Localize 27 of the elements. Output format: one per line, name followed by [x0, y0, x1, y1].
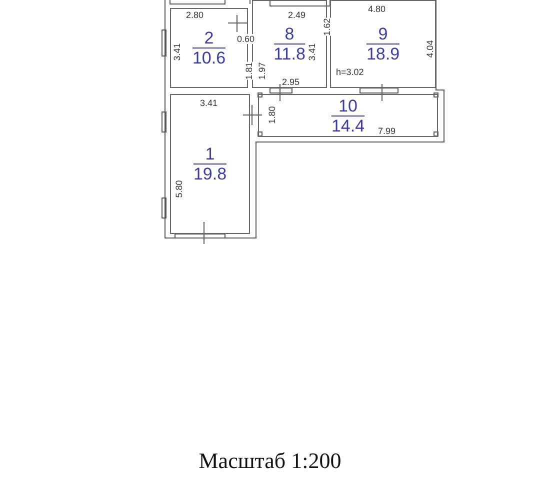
- room-area: 11.8: [274, 44, 306, 64]
- room-area: 14.4: [331, 116, 365, 135]
- room-number: 2: [192, 28, 226, 48]
- dimension-label: 1.80: [266, 106, 277, 124]
- room-area: 18.9: [366, 44, 400, 64]
- dimension-label: 5.80: [174, 180, 184, 198]
- dimension-label: 3.41: [200, 98, 218, 108]
- room-number: 8: [274, 24, 306, 44]
- dimension-label: 1.97: [256, 62, 267, 80]
- room-area: 10.6: [192, 48, 226, 68]
- dimension-label: 0.60: [237, 34, 255, 44]
- room-number: 10: [331, 96, 365, 116]
- dimension-label: 3.41: [306, 43, 317, 61]
- scale-caption: Масштаб 1:200: [198, 448, 342, 474]
- dimension-label: 7.99: [378, 126, 396, 136]
- dimension-label: 2.95: [282, 77, 300, 87]
- room-number: 9: [366, 24, 400, 44]
- room-area: 19.8: [193, 164, 227, 184]
- dimension-label: 1.81: [244, 62, 254, 80]
- dimension-label: 1.62: [322, 18, 332, 36]
- ceiling-height-label: h=3.02: [336, 67, 364, 77]
- dimension-label: 4.80: [368, 4, 386, 14]
- dimension-label: 4.04: [424, 40, 435, 58]
- dimension-label: 3.41: [172, 43, 182, 61]
- dimension-label: 2.80: [186, 10, 204, 20]
- room-number: 1: [193, 144, 227, 164]
- dimension-label: 2.49: [288, 10, 306, 20]
